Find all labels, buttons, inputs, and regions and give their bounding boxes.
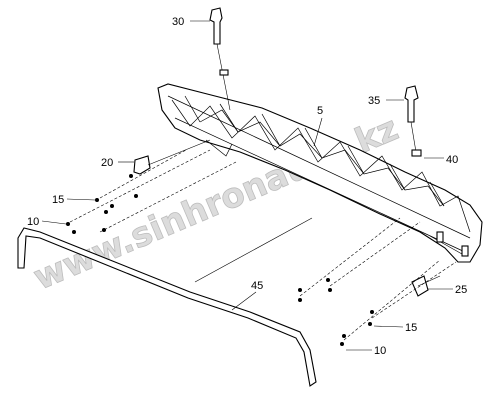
callout-5-label: 5: [317, 105, 323, 117]
callout-45: 45: [231, 280, 263, 311]
callout-15-right: 15: [373, 322, 417, 334]
bracket-20-part: [133, 139, 211, 175]
callout-10-left: 10: [27, 216, 67, 228]
bumper-reinforcement-part: [157, 83, 483, 263]
trim-strip-45-part: [17, 227, 317, 387]
callout-45-label: 45: [251, 280, 263, 292]
callout-15-left: 15: [52, 194, 96, 206]
callout-15-right-label: 15: [405, 322, 417, 334]
assembly-leader-line: [194, 217, 313, 283]
clip-30-part: [209, 7, 231, 111]
callout-10-left-label: 10: [27, 216, 39, 228]
callout-35: 35: [368, 95, 404, 107]
callout-20-label: 20: [101, 157, 113, 169]
callout-10-right-label: 10: [374, 345, 386, 357]
fasteners-left: [66, 149, 237, 234]
callout-30-label: 30: [172, 16, 184, 28]
callout-40: 40: [424, 154, 458, 166]
callout-30: 30: [172, 16, 210, 28]
clip-35-part: [404, 85, 422, 157]
callout-25-label: 25: [455, 284, 467, 296]
fasteners-right: [298, 217, 457, 346]
callout-10-right: 10: [346, 345, 386, 357]
callout-35-label: 35: [368, 95, 380, 107]
callout-20: 20: [101, 157, 134, 169]
callout-25: 25: [428, 284, 467, 296]
callout-5: 5: [313, 105, 323, 147]
callout-40-label: 40: [446, 154, 458, 166]
bracket-25-part: [411, 275, 441, 297]
callout-15-left-label: 15: [52, 194, 64, 206]
